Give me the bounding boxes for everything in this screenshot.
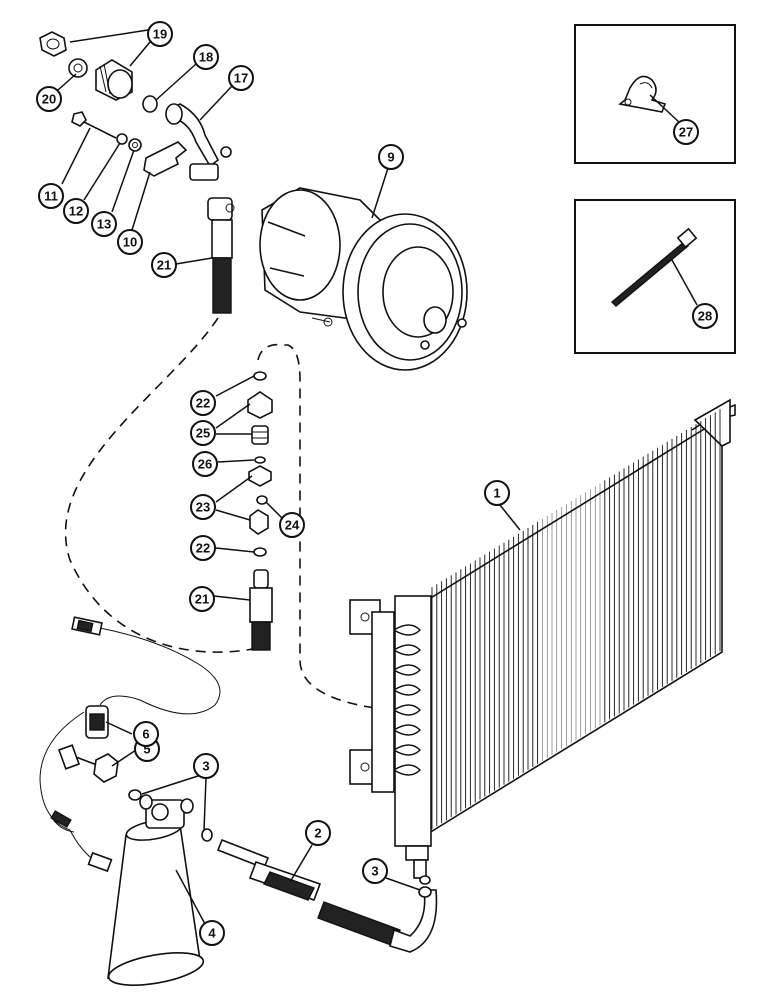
condenser-coil-loop [393, 724, 421, 736]
svg-text:22: 22 [196, 541, 210, 556]
svg-text:22: 22 [196, 396, 210, 411]
callout-22: 22 [190, 390, 216, 416]
svg-text:24: 24 [285, 518, 300, 533]
callout-21: 21 [151, 252, 177, 278]
callout-20: 20 [36, 86, 62, 112]
svg-text:9: 9 [387, 150, 394, 165]
compressor [259, 187, 468, 371]
svg-text:13: 13 [97, 217, 111, 232]
svg-text:25: 25 [196, 426, 210, 441]
pressure-switch-assembly [39, 616, 221, 873]
callout-24: 24 [279, 512, 305, 538]
leader-lines [57, 29, 521, 925]
callout-18: 18 [193, 44, 219, 70]
callout-25: 25 [190, 420, 216, 446]
condenser-coil-loop [393, 664, 421, 676]
hose-route-right [257, 343, 391, 711]
svg-text:17: 17 [234, 71, 248, 86]
callout-28: 28 [692, 303, 718, 329]
callout-3: 3 [362, 858, 388, 884]
inset-box-clamp [574, 24, 736, 164]
callout-3: 3 [193, 753, 219, 779]
middle-fitting-stack [247, 371, 273, 651]
callout-4: 4 [199, 920, 225, 946]
svg-text:6: 6 [142, 727, 149, 742]
svg-text:10: 10 [123, 235, 137, 250]
callout-1: 1 [484, 480, 510, 506]
callout-23: 23 [190, 494, 216, 520]
svg-text:23: 23 [196, 500, 210, 515]
hose-route-upper [64, 317, 259, 653]
condenser-coil-loop [393, 684, 421, 696]
svg-text:5: 5 [143, 742, 150, 757]
svg-text:1: 1 [493, 486, 500, 501]
condenser-coil-loop [393, 764, 421, 776]
callout-12: 12 [63, 198, 89, 224]
svg-text:21: 21 [195, 592, 209, 607]
svg-text:4: 4 [208, 926, 216, 941]
condenser-coil-loop [393, 744, 421, 756]
fitting-parts-group [39, 31, 235, 314]
callout-2: 2 [305, 820, 331, 846]
callout-21: 21 [189, 586, 215, 612]
condenser-coil-loop [393, 644, 421, 656]
lower-hose [201, 828, 438, 953]
callout-26: 26 [192, 451, 218, 477]
svg-text:26: 26 [198, 457, 212, 472]
svg-text:12: 12 [69, 204, 83, 219]
callout-10: 10 [117, 229, 143, 255]
callout-22: 22 [190, 535, 216, 561]
svg-text:3: 3 [371, 864, 378, 879]
svg-text:2: 2 [314, 826, 321, 841]
callout-19: 19 [147, 21, 173, 47]
inset-box-cable-tie [574, 199, 736, 354]
svg-text:21: 21 [157, 258, 171, 273]
condenser [349, 398, 736, 879]
svg-text:28: 28 [698, 309, 712, 324]
callout-17: 17 [228, 65, 254, 91]
svg-text:27: 27 [679, 125, 693, 140]
callout-6: 6 [133, 721, 159, 747]
callout-9: 9 [378, 144, 404, 170]
callout-11: 11 [38, 183, 64, 209]
callout-27: 27 [673, 119, 699, 145]
condenser-coil-loop [393, 624, 421, 636]
condenser-coil-loop [393, 704, 421, 716]
svg-text:18: 18 [199, 50, 213, 65]
svg-text:19: 19 [153, 27, 167, 42]
callout-13: 13 [91, 211, 117, 237]
receiver-drier [107, 794, 205, 986]
svg-text:11: 11 [44, 189, 58, 204]
svg-text:3: 3 [202, 759, 209, 774]
svg-text:20: 20 [42, 92, 56, 107]
